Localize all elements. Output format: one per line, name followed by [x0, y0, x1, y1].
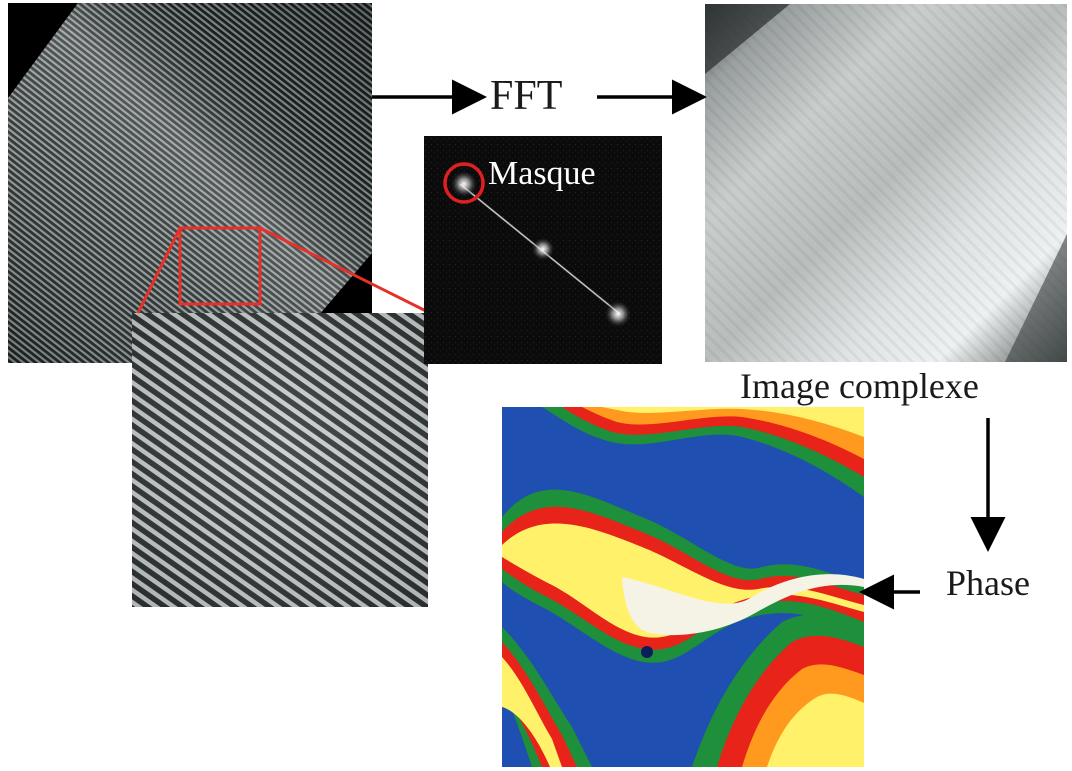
- phase-map-image: [502, 407, 864, 767]
- hrtem-image: [8, 3, 372, 363]
- fft-label: FFT: [490, 73, 563, 119]
- mask-circle: [443, 162, 485, 204]
- complex-image-label: Image complexe: [740, 366, 979, 406]
- zoomed-lattice-image: [132, 313, 428, 607]
- complex-image: [705, 4, 1067, 362]
- fft-spectrum-image: [424, 136, 662, 364]
- mask-label: Masque: [488, 155, 596, 192]
- phase-label: Phase: [946, 563, 1030, 603]
